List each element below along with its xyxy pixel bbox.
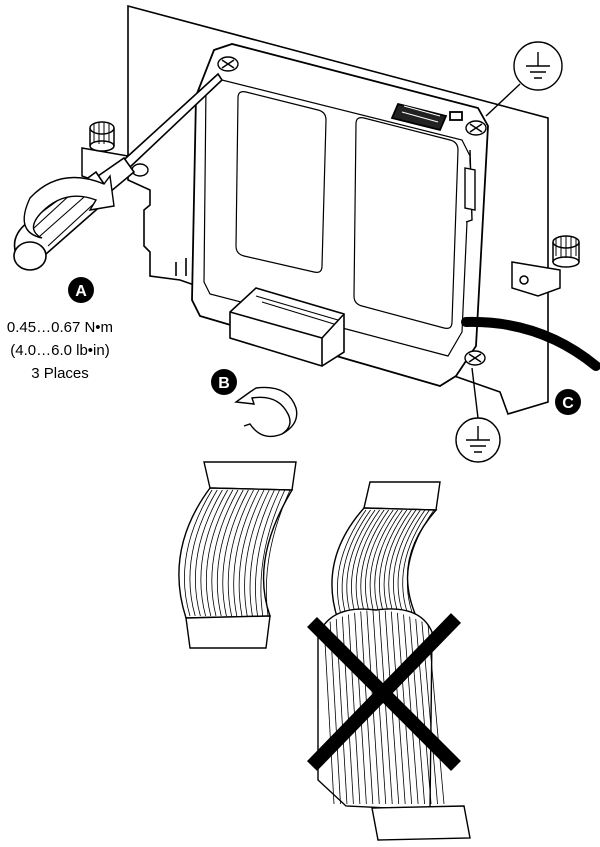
ribbon-conductor-line xyxy=(227,489,254,617)
callout-b-label: B xyxy=(218,375,230,392)
ribbon-conductor-line xyxy=(402,509,430,619)
torque-specification: 0.45…0.67 N•m (4.0…6.0 lb•in) 3 Places xyxy=(0,316,120,385)
ribbon-conductor-line xyxy=(260,489,286,617)
ribbon-conductor-line xyxy=(348,614,361,805)
callout-a-label: A xyxy=(75,283,87,300)
ground-symbol-bottom xyxy=(455,367,501,463)
torque-places: 3 Places xyxy=(31,365,89,382)
torque-metric: 0.45…0.67 N•m xyxy=(6,319,114,336)
incorrect-x-mark xyxy=(306,613,462,771)
ribbon-conductor-line xyxy=(378,610,393,805)
ribbon-conductor-line xyxy=(195,489,223,617)
ribbon-conductor-line xyxy=(393,509,421,619)
ribbon-conductor-line xyxy=(374,509,403,619)
ribbon-conductor-line xyxy=(355,509,385,619)
ribbon-conductor-line xyxy=(403,614,419,805)
ribbon-conductor-line xyxy=(249,489,275,617)
ribbon-conductor-line xyxy=(329,621,341,805)
ribbon-conductor-line xyxy=(383,509,412,619)
ribbon-conductor-line xyxy=(244,489,270,617)
ribbon-conductor-line xyxy=(211,489,239,617)
ribbon-conductor-line xyxy=(388,509,417,619)
ribbon-conductor-line xyxy=(216,489,244,617)
ribbon-conductor-line xyxy=(184,489,213,617)
ribbon-conductor-line xyxy=(222,489,249,617)
callout-c: C xyxy=(555,389,581,415)
ribbon-conductor-line xyxy=(409,616,425,805)
ribbon-conductor-line xyxy=(337,509,367,619)
housing-screws xyxy=(131,56,487,366)
correct-ribbon-cable xyxy=(178,461,297,649)
ground-wire xyxy=(464,149,476,223)
callout-a: A xyxy=(68,277,94,303)
rotation-arrow-b xyxy=(234,386,298,438)
ribbon-conductor-line xyxy=(255,489,280,617)
ribbon-conductor-line xyxy=(360,509,389,619)
ribbon-conductor-line xyxy=(379,509,408,619)
rotation-arrow-a xyxy=(23,174,115,239)
torque-imperial: (4.0…6.0 lb•in) xyxy=(10,342,110,359)
ribbon-conductor-line xyxy=(365,509,394,619)
ribbon-conductor-line xyxy=(323,623,335,805)
ribbon-conductor-line xyxy=(406,509,435,619)
ribbon-conductor-line xyxy=(351,509,380,619)
callout-c-label: C xyxy=(562,395,574,412)
ribbon-conductor-line xyxy=(200,489,228,617)
incorrect-ribbon-cable xyxy=(317,481,471,841)
ribbon-conductor-line xyxy=(397,509,426,619)
ribbon-conductor-line xyxy=(189,489,218,617)
ground-symbol-top xyxy=(485,41,563,117)
cable-c xyxy=(461,316,600,371)
ribbon-conductor-line xyxy=(369,509,399,619)
ribbon-conductor-line xyxy=(233,489,260,617)
right-mounting-bracket xyxy=(511,235,580,297)
ribbon-conductor-line xyxy=(265,489,291,617)
ribbon-connector xyxy=(229,287,345,367)
ribbon-conductor-line xyxy=(372,610,387,805)
callout-b: B xyxy=(211,369,237,395)
ribbon-conductor-line xyxy=(238,489,265,617)
ribbon-conductor-line xyxy=(341,509,371,619)
ribbon-conductor-line xyxy=(346,509,376,619)
ribbon-conductor-line xyxy=(206,489,234,617)
